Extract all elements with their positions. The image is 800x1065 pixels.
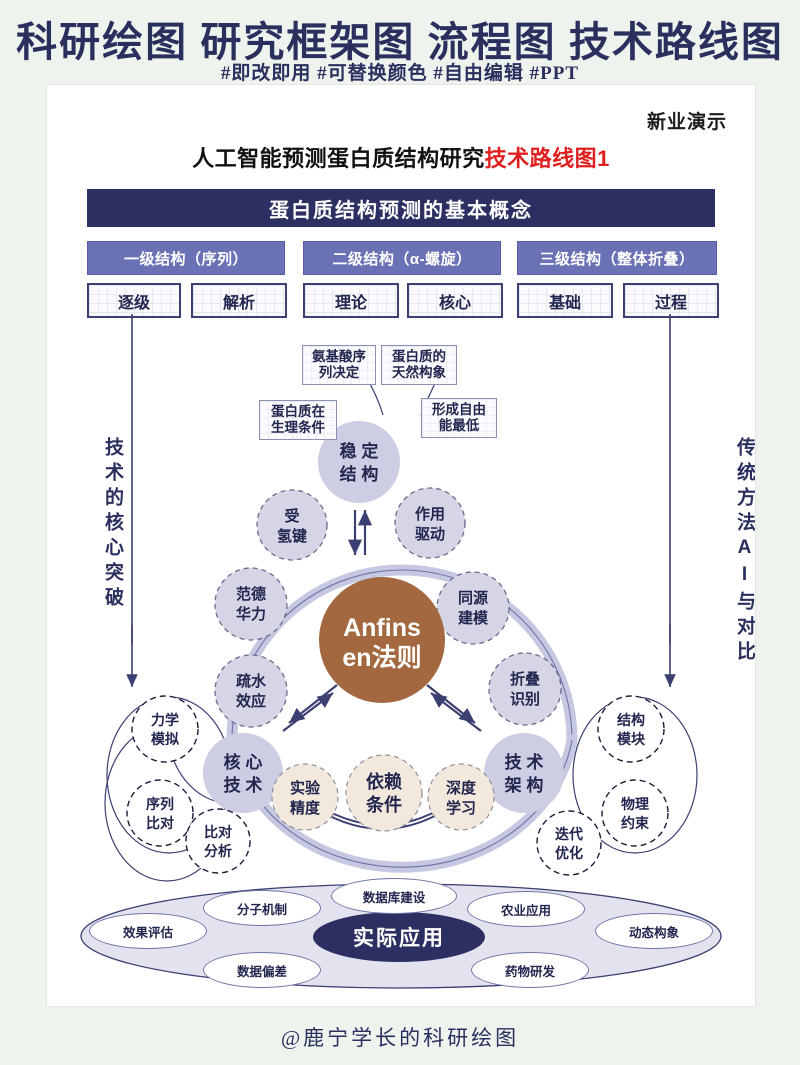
callout-2-line2: 天然构象 <box>392 365 446 380</box>
node-center-line2: en法则 <box>342 644 421 672</box>
diagram-card: 新业演示 人工智能预测蛋白质结构研究技术路线图1 蛋白质结构预测的基本概念 一级… <box>46 84 756 1007</box>
application-item-5: 数据偏差 <box>203 952 321 988</box>
svg-text:架 构: 架 构 <box>505 775 544 795</box>
callout-box-3: 蛋白质在 生理条件 <box>259 400 337 440</box>
svg-text:受: 受 <box>284 507 299 525</box>
level-3-sub-1: 基础 <box>517 283 613 318</box>
diagram-title: 人工智能预测蛋白质结构研究技术路线图1 <box>47 141 755 173</box>
svg-text:技 术: 技 术 <box>505 752 544 772</box>
svg-text:核 心: 核 心 <box>224 752 263 772</box>
callout-4-line2: 能最低 <box>438 418 480 433</box>
svg-text:分析: 分析 <box>204 843 232 859</box>
svg-text:物理: 物理 <box>621 796 649 812</box>
application-item-1: 分子机制 <box>203 890 321 926</box>
svg-text:识别: 识别 <box>510 691 540 708</box>
level-2-sub-1: 理论 <box>303 283 399 318</box>
svg-text:驱动: 驱动 <box>415 525 445 543</box>
level-2-sub-2: 核心 <box>407 283 503 318</box>
level-3-sub-2: 过程 <box>623 283 719 318</box>
svg-text:氢键: 氢键 <box>277 527 307 545</box>
right-axis-label: 传统方法AI与对比 <box>734 437 755 666</box>
svg-text:华力: 华力 <box>236 605 266 623</box>
svg-text:技 术: 技 术 <box>224 775 263 795</box>
brand-label: 新业演示 <box>646 112 727 133</box>
svg-text:效应: 效应 <box>236 692 266 710</box>
callout-box-4: 形成自由 能最低 <box>421 398 497 438</box>
application-item-3: 农业应用 <box>467 891 585 927</box>
callout-3-line2: 生理条件 <box>271 420 325 435</box>
svg-text:范德: 范德 <box>236 585 266 603</box>
svg-text:学习: 学习 <box>446 799 476 817</box>
svg-text:作用: 作用 <box>415 505 445 523</box>
node-stable-line2: 结 构 <box>340 464 379 484</box>
callout-1-line2: 列决定 <box>318 365 360 380</box>
level-header-2: 二级结构（α-螺旋） <box>303 241 501 275</box>
svg-text:同源: 同源 <box>458 589 488 607</box>
svg-text:结构: 结构 <box>617 712 645 728</box>
diagram-canvas: 稳 定 结 构 受 氢键 作用 驱动 范德 华力 同源 建模 疏水 效应 <box>47 85 755 1006</box>
application-item-4: 动态构象 <box>595 913 713 949</box>
level-header-3: 三级结构（整体折叠） <box>517 241 717 275</box>
svg-text:比对: 比对 <box>146 815 174 831</box>
diagram-title-accent: 技术路线图1 <box>484 146 610 171</box>
svg-text:深度: 深度 <box>446 779 477 797</box>
callout-box-2: 蛋白质的 天然构象 <box>381 345 457 385</box>
node-center-line1: Anfins <box>343 614 421 642</box>
svg-text:迭代: 迭代 <box>555 826 583 842</box>
footer-signature: @鹿宁学长的科研绘图 <box>280 1026 520 1050</box>
svg-text:依赖: 依赖 <box>366 771 402 792</box>
level-header-1: 一级结构（序列） <box>87 241 285 275</box>
page-title: 科研绘图 研究框架图 流程图 技术路线图 <box>16 19 784 65</box>
page-subtitle-tags: #即改即用 #可替换颜色 #自由编辑 #PPT <box>220 63 580 84</box>
svg-text:精度: 精度 <box>290 799 321 817</box>
level-1-sub-2: 解析 <box>191 283 287 318</box>
svg-text:优化: 优化 <box>555 845 583 861</box>
level-1-sub-1: 逐级 <box>87 283 181 318</box>
svg-text:模块: 模块 <box>617 731 646 747</box>
svg-text:建模: 建模 <box>458 609 489 627</box>
svg-text:序列: 序列 <box>146 796 174 812</box>
callout-3-line1: 蛋白质在 <box>271 404 325 420</box>
left-axis-label: 技术的核心突破 <box>102 437 123 612</box>
node-stable-line1: 稳 定 <box>340 441 379 461</box>
application-item-0: 效果评估 <box>89 913 207 949</box>
svg-text:折叠: 折叠 <box>510 670 540 688</box>
svg-text:模拟: 模拟 <box>151 731 179 747</box>
svg-text:约束: 约束 <box>621 815 650 831</box>
svg-text:疏水: 疏水 <box>236 672 267 690</box>
application-center-node: 实际应用 <box>313 912 485 962</box>
svg-text:力学: 力学 <box>151 712 179 728</box>
svg-text:条件: 条件 <box>365 794 402 815</box>
callout-4-line1: 形成自由 <box>432 402 486 418</box>
svg-text:实验: 实验 <box>290 779 321 797</box>
section-banner: 蛋白质结构预测的基本概念 <box>87 189 715 227</box>
callout-2-line1: 蛋白质的 <box>392 349 446 365</box>
application-item-6: 药物研发 <box>471 952 589 988</box>
callout-box-1: 氨基酸序 列决定 <box>302 345 376 385</box>
svg-text:比对: 比对 <box>204 824 232 840</box>
callout-1-line1: 氨基酸序 <box>312 349 366 365</box>
diagram-title-main: 人工智能预测蛋白质结构研究 <box>192 146 485 171</box>
application-item-2: 数据库建设 <box>331 878 457 914</box>
